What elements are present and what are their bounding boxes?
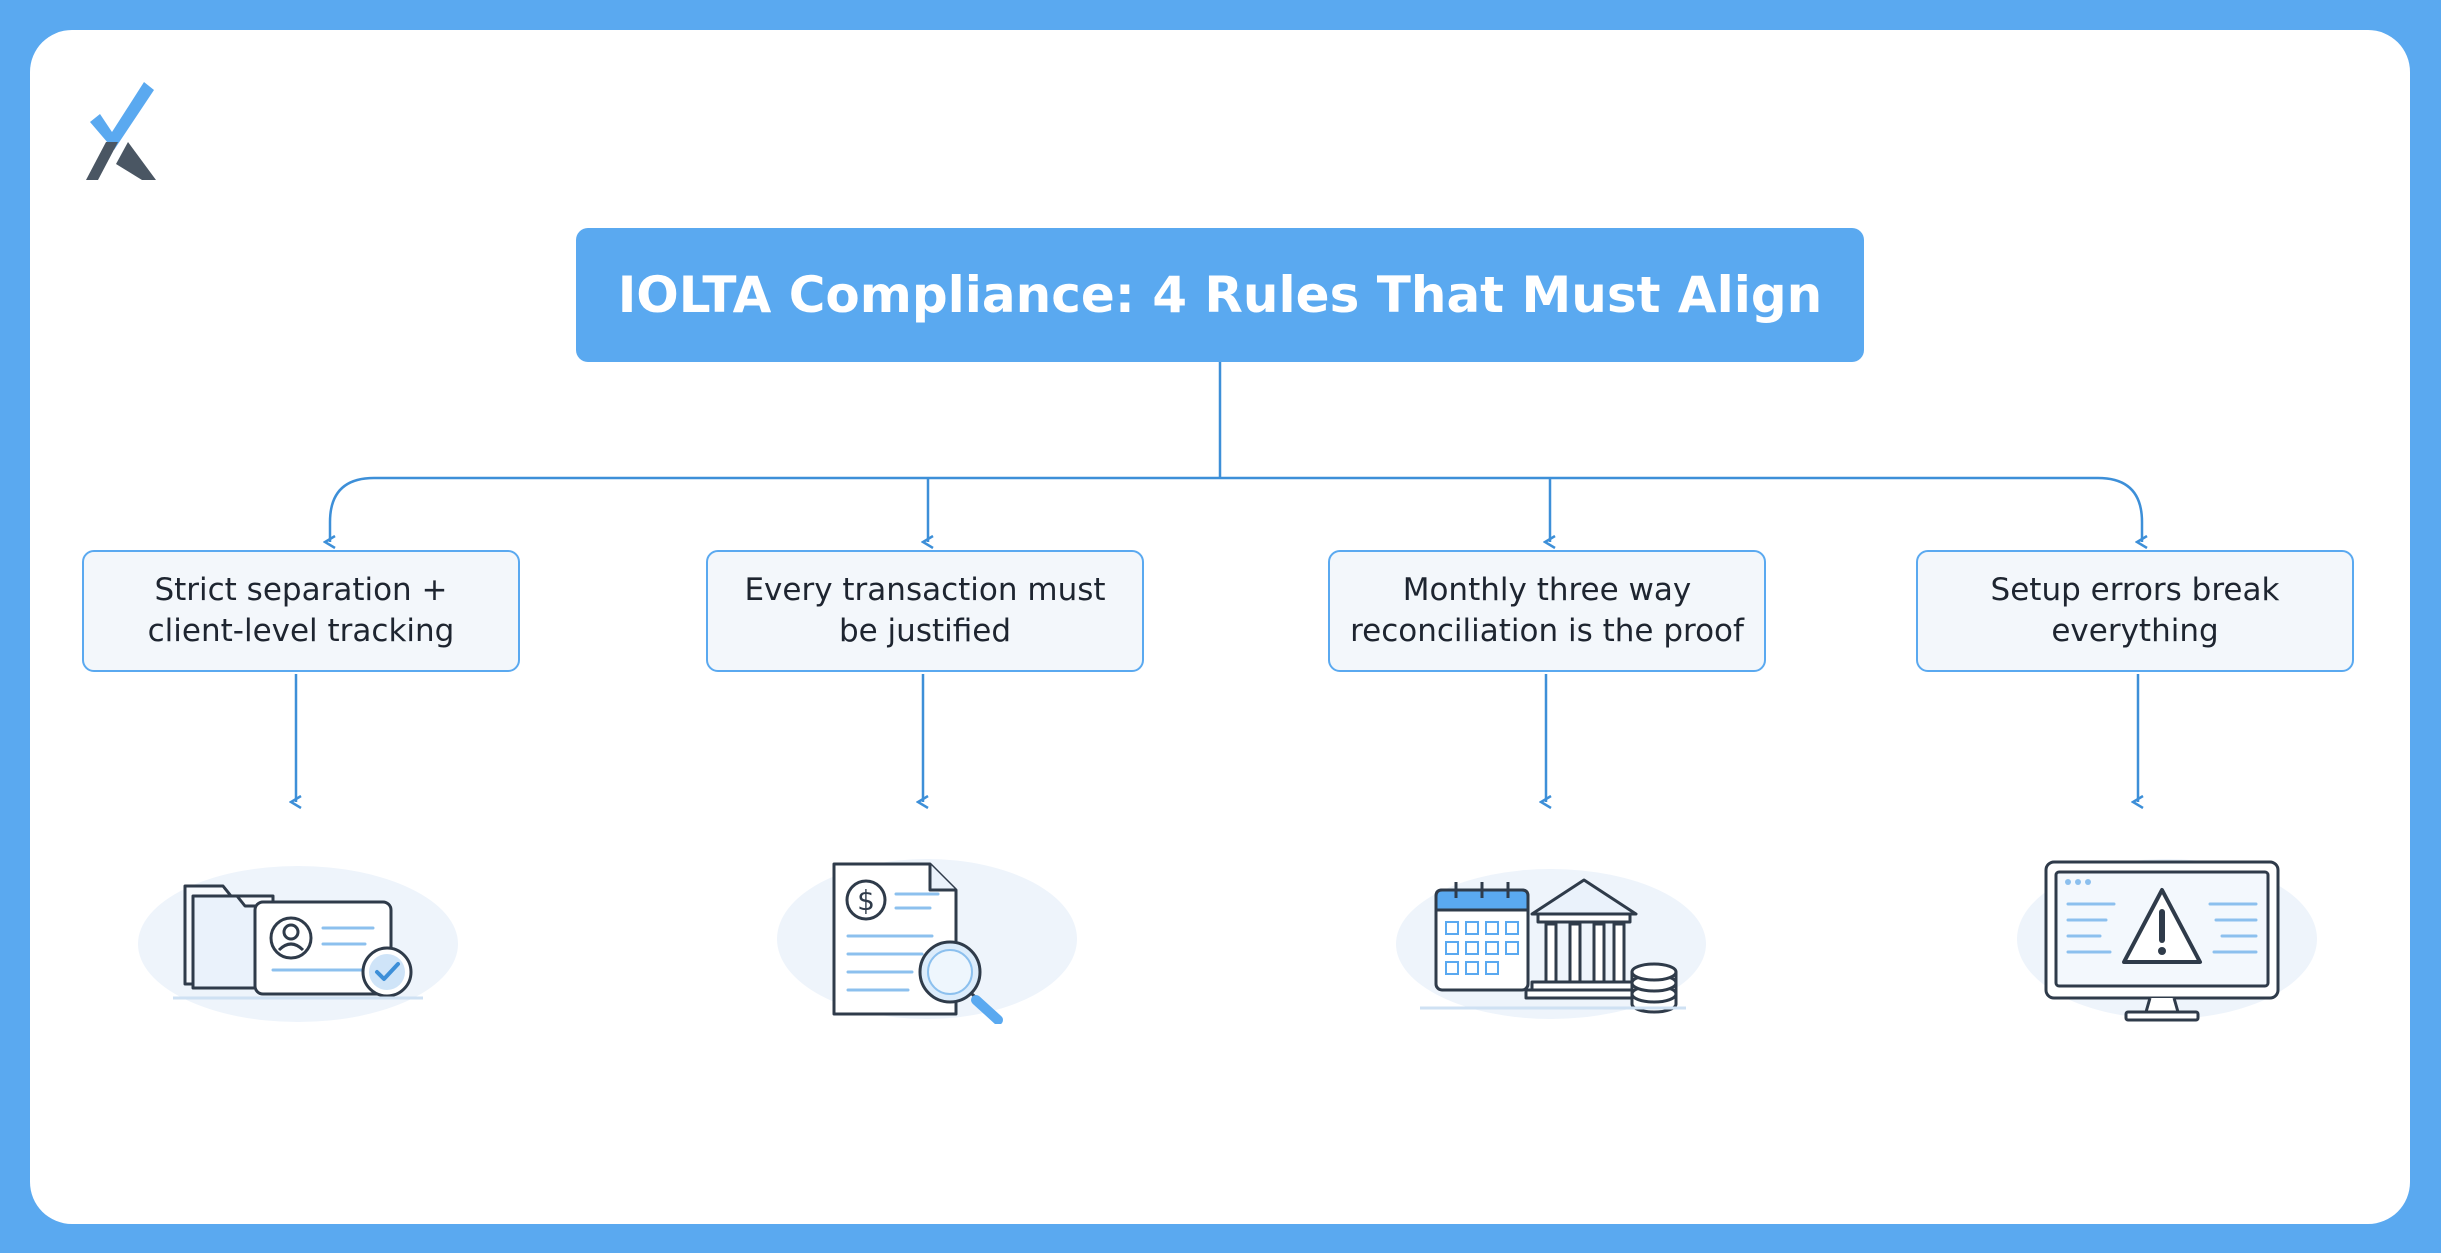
document-dollar-magnifier-icon: $	[777, 859, 1077, 1024]
diagram-canvas: IOLTA Compliance: 4 Rules That Must Alig…	[30, 30, 2410, 1224]
monitor-warning-icon	[2017, 859, 2317, 1022]
diagram-title-text: IOLTA Compliance: 4 Rules That Must Alig…	[617, 266, 1823, 324]
brand-logo	[86, 82, 156, 180]
rule-label-1: Strict separation +client-level tracking	[147, 572, 455, 649]
rule-box-1: Strict separation +client-level tracking	[82, 550, 520, 672]
diagram-title: IOLTA Compliance: 4 Rules That Must Alig…	[576, 228, 1864, 362]
connector-branch-bar	[328, 476, 2144, 523]
svg-text:$: $	[857, 884, 875, 917]
folder-client-card-check-icon	[138, 866, 458, 1022]
connector-lines	[30, 362, 2410, 1224]
calendar-bank-coins-icon	[1396, 869, 1706, 1019]
